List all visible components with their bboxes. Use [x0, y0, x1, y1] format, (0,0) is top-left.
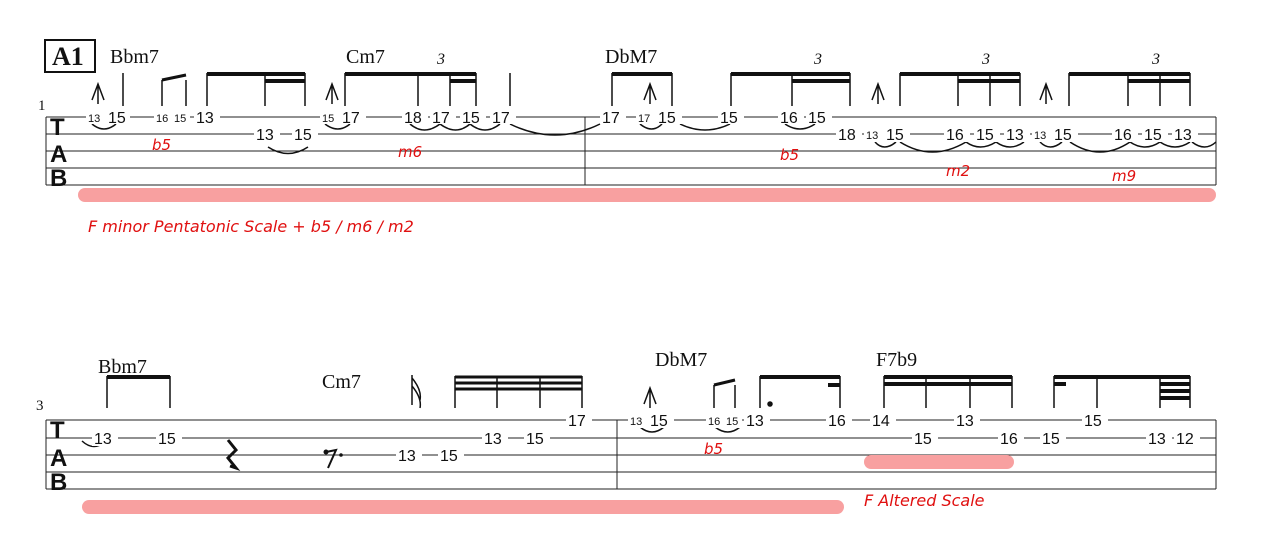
- string-2-notes: 13 15 18 13 15 16 15 13 13 15 16 15 13: [254, 126, 1198, 144]
- tab-note: 15: [1054, 127, 1072, 144]
- tab-note: 17: [492, 110, 510, 127]
- tab-note: 15: [976, 127, 994, 144]
- measure-number: 1: [38, 98, 46, 114]
- tab-note: 15: [1084, 413, 1102, 430]
- tab-clef-t: T: [50, 114, 65, 141]
- rhythm-notation: [91, 72, 1191, 106]
- scale-highlight: [82, 500, 844, 514]
- tab-note: 16: [1000, 431, 1018, 448]
- tab-note: 15: [1042, 431, 1060, 448]
- tab-note: 18: [404, 110, 422, 127]
- triplet-mark: 3: [813, 51, 822, 68]
- tab-clef-a: A: [50, 141, 67, 168]
- scale-note: F Altered Scale: [864, 491, 985, 510]
- interval-annotation: b5: [152, 136, 171, 154]
- tab-note: 15: [886, 127, 904, 144]
- tab-note: 16: [156, 113, 168, 125]
- tab-clef-b: B: [50, 469, 67, 496]
- tab-note: 15: [322, 113, 334, 125]
- tab-note: 17: [602, 110, 620, 127]
- tab-note: 16: [708, 416, 720, 428]
- tab-note: 13: [630, 416, 642, 428]
- string-3-notes: 13 15: [396, 447, 464, 465]
- scale-highlight: [78, 188, 1216, 202]
- tab-note: 13: [746, 413, 764, 430]
- tab-note: 15: [294, 127, 312, 144]
- quarter-rest: [225, 439, 241, 472]
- section-label: A1: [52, 42, 84, 71]
- tab-note: 15: [658, 110, 676, 127]
- rhythm-notation: [106, 375, 1191, 409]
- tab-note: 14: [872, 413, 890, 430]
- system-2: Bbm7 Cm7 DbM7 F7b9 3 T A B: [36, 349, 1217, 514]
- chord-label: Cm7: [346, 46, 385, 68]
- triplet-mark: 3: [436, 51, 445, 68]
- tab-note: 15: [174, 113, 186, 125]
- interval-annotation: m6: [398, 143, 422, 161]
- tab-note: 15: [108, 110, 126, 127]
- tab-note: 16: [946, 127, 964, 144]
- tab-note: 13: [1006, 127, 1024, 144]
- tab-clef-a: A: [50, 445, 67, 472]
- tab-note: 12: [1176, 431, 1194, 448]
- interval-annotation: b5: [780, 146, 799, 164]
- scale-highlight-altered: [864, 455, 1014, 469]
- tab-note: 15: [720, 110, 738, 127]
- tab-note: 16: [780, 110, 798, 127]
- tab-note: 13: [398, 448, 416, 465]
- tab-note: 15: [808, 110, 826, 127]
- tab-note: 13: [484, 431, 502, 448]
- chord-label: DbM7: [655, 349, 707, 371]
- tab-note: 13: [1174, 127, 1192, 144]
- triplet-mark: 3: [981, 51, 990, 68]
- tab-note: 17: [432, 110, 450, 127]
- triplet-mark: 3: [1151, 51, 1160, 68]
- tab-note: 13: [196, 110, 214, 127]
- tab-note: 15: [1144, 127, 1162, 144]
- chord-label: DbM7: [605, 46, 657, 68]
- tab-note: 15: [650, 413, 668, 430]
- tab-note: 13: [88, 113, 100, 125]
- tab-note: 17: [568, 413, 586, 430]
- tab-note: 13: [956, 413, 974, 430]
- chord-label: Bbm7: [110, 46, 159, 68]
- chord-label: Bbm7: [98, 356, 147, 378]
- tab-note: 17: [342, 110, 360, 127]
- tab-note: 13: [1148, 431, 1166, 448]
- interval-annotation: m9: [1112, 167, 1136, 185]
- tab-note: 15: [440, 448, 458, 465]
- tab-clef-b: B: [50, 165, 67, 192]
- string-1-notes: 13 15 16 15 13 15 17 18 17 15 17 17 17 1…: [86, 108, 832, 127]
- eighth-rest: [323, 448, 343, 469]
- tab-note: 17: [638, 113, 650, 125]
- measure-number: 3: [36, 398, 44, 414]
- scale-note: F minor Pentatonic Scale + b5 / m6 / m2: [88, 217, 414, 236]
- tab-note: 15: [158, 431, 176, 448]
- string-2-notes: 13 15 13 15 15 16 15 13 12: [92, 430, 1200, 448]
- string-1-notes: 17 13 15 16 15 13 16 14 13 15: [566, 412, 1108, 430]
- chord-label: F7b9: [876, 349, 917, 371]
- slurs: [91, 123, 1217, 155]
- tab-note: 16: [1114, 127, 1132, 144]
- tab-note: 18: [838, 127, 856, 144]
- tab-note: 15: [726, 416, 738, 428]
- chord-label: Cm7: [322, 371, 361, 393]
- tab-note: 15: [914, 431, 932, 448]
- tab-note: 13: [256, 127, 274, 144]
- tab-note: 13: [866, 130, 878, 142]
- tab-note: 13: [1034, 130, 1046, 142]
- tab-note: 13: [94, 431, 112, 448]
- system-1: A1 Bbm7 Cm7 DbM7 3 3 3 3 1 T A B: [38, 39, 1217, 236]
- tab-note: 15: [462, 110, 480, 127]
- section-box: [44, 39, 96, 73]
- tab-note: 15: [526, 431, 544, 448]
- interval-annotation: b5: [704, 440, 723, 458]
- tab-clef-t: T: [50, 417, 65, 444]
- tab-note: 16: [828, 413, 846, 430]
- interval-annotation: m2: [946, 162, 970, 180]
